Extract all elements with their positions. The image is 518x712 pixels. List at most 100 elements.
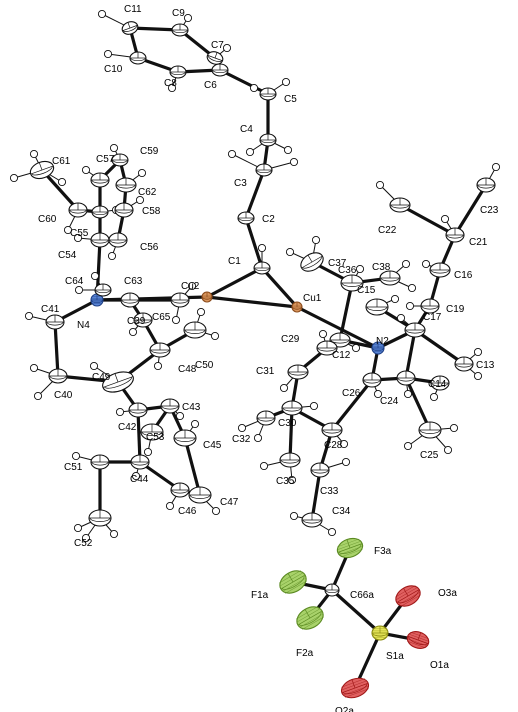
hydrogen-atom bbox=[171, 315, 181, 325]
atom-c52 bbox=[88, 509, 112, 527]
atom-c32 bbox=[256, 410, 276, 426]
hydrogen-atom bbox=[351, 343, 361, 353]
bond-C60-C61 bbox=[40, 168, 80, 212]
hydrogen-atom bbox=[257, 243, 267, 253]
atom-label-c36: C36 bbox=[338, 265, 357, 276]
atom-c51 bbox=[90, 454, 110, 470]
hydrogen-atom bbox=[405, 301, 415, 311]
atom-label-c35: C35 bbox=[276, 476, 295, 487]
atom-c6 bbox=[211, 63, 229, 77]
atom-label-n2: N2 bbox=[376, 336, 389, 347]
hydrogen-atom bbox=[107, 251, 117, 261]
atom-c3 bbox=[255, 163, 273, 177]
atom-label-c54: C54 bbox=[58, 250, 77, 261]
atom-label-c22: C22 bbox=[378, 225, 397, 236]
atom-c17 bbox=[404, 322, 426, 338]
atom-c30 bbox=[281, 400, 303, 416]
atom-label-c14: C14 bbox=[428, 379, 447, 390]
atom-label-c6: C6 bbox=[204, 80, 217, 91]
hydrogen-atom bbox=[473, 347, 483, 357]
hydrogen-atom bbox=[289, 157, 299, 167]
atom-c62 bbox=[115, 177, 137, 193]
atom-c46 bbox=[170, 482, 190, 498]
atom-label-c21: C21 bbox=[469, 237, 488, 248]
hydrogen-atom bbox=[73, 523, 83, 533]
atom-f1a bbox=[278, 570, 308, 594]
hydrogen-atom bbox=[259, 461, 269, 471]
hydrogen-atom bbox=[196, 307, 206, 317]
atom-c26 bbox=[362, 372, 382, 388]
hydrogen-atom bbox=[449, 423, 459, 433]
hydrogen-atom bbox=[89, 361, 99, 371]
bond-C66a-S1a bbox=[330, 588, 382, 635]
atom-label-c56: C56 bbox=[140, 242, 159, 253]
atom-c24 bbox=[396, 370, 416, 386]
bond-C1-Cu2 bbox=[205, 266, 264, 299]
atom-c10 bbox=[129, 51, 147, 65]
atom-label-c46: C46 bbox=[178, 506, 197, 517]
atom-c21 bbox=[445, 227, 465, 243]
hydrogen-atom bbox=[279, 383, 289, 393]
atom-c64 bbox=[94, 283, 112, 297]
atom-c57 bbox=[90, 172, 110, 188]
atom-label-c53: C53 bbox=[146, 432, 165, 443]
hydrogen-atom bbox=[227, 149, 237, 159]
bond-C36-C12 bbox=[338, 281, 354, 342]
atom-label-c60: C60 bbox=[38, 214, 57, 225]
hydrogen-atom bbox=[63, 225, 73, 235]
hydrogen-atom bbox=[109, 143, 119, 153]
atom-cu1 bbox=[291, 301, 303, 313]
atom-label-c51: C51 bbox=[64, 462, 83, 473]
atom-c8 bbox=[169, 65, 187, 79]
bond-Cu2-Cu1 bbox=[205, 295, 299, 309]
atom-label-c15: C15 bbox=[357, 285, 376, 296]
hydrogen-atom bbox=[403, 389, 413, 399]
hydrogen-atom bbox=[57, 177, 67, 187]
hydrogen-atom bbox=[429, 392, 439, 402]
hydrogen-atom bbox=[153, 361, 163, 371]
hydrogen-atom bbox=[341, 457, 351, 467]
atom-label-s1a: S1a bbox=[386, 651, 404, 662]
atom-label-c26: C26 bbox=[342, 388, 361, 399]
bond-C21-C23 bbox=[453, 183, 488, 237]
atom-label-c34: C34 bbox=[332, 506, 351, 517]
atom-label-c13: C13 bbox=[476, 360, 495, 371]
bond-C24-C25 bbox=[404, 376, 432, 432]
hydrogen-atom bbox=[222, 43, 232, 53]
hydrogen-atom bbox=[71, 451, 81, 461]
hydrogen-atom bbox=[74, 285, 84, 295]
atom-c31 bbox=[287, 364, 309, 380]
atom-label-c38: C38 bbox=[372, 262, 391, 273]
hydrogen-atom bbox=[165, 501, 175, 511]
atom-label-c57: C57 bbox=[96, 154, 115, 165]
hydrogen-atom bbox=[9, 173, 19, 183]
atom-cu2 bbox=[201, 291, 213, 303]
atom-label-c7: C7 bbox=[211, 40, 224, 51]
atom-label-c37: C37 bbox=[328, 258, 347, 269]
atom-c49 bbox=[102, 371, 134, 393]
atom-c50 bbox=[183, 321, 207, 339]
hydrogen-atom bbox=[190, 419, 200, 429]
atom-label-c1: C1 bbox=[228, 256, 241, 267]
hydrogen-atom bbox=[390, 294, 400, 304]
atom-label-c32: C32 bbox=[232, 434, 251, 445]
hydrogen-atom bbox=[183, 13, 193, 23]
hydrogen-atom bbox=[491, 162, 501, 172]
hydrogen-atom bbox=[355, 264, 365, 274]
hydrogen-atom bbox=[327, 527, 337, 537]
atom-c61 bbox=[29, 160, 55, 180]
atom-label-c10: C10 bbox=[104, 64, 123, 75]
atom-label-f3a: F3a bbox=[374, 546, 392, 557]
atom-c41 bbox=[45, 314, 65, 330]
bond-C1-Cu1 bbox=[260, 266, 299, 309]
atom-c63 bbox=[120, 292, 140, 308]
atom-label-c5: C5 bbox=[284, 94, 297, 105]
bond-C3-C2 bbox=[244, 168, 266, 220]
atom-label-c30: C30 bbox=[278, 418, 297, 429]
hydrogen-atom bbox=[81, 533, 91, 543]
atom-label-c66a: C66a bbox=[350, 590, 374, 601]
atom-label-c16: C16 bbox=[454, 270, 473, 281]
atom-label-o3a: O3a bbox=[438, 588, 457, 599]
atom-c15 bbox=[365, 298, 389, 316]
